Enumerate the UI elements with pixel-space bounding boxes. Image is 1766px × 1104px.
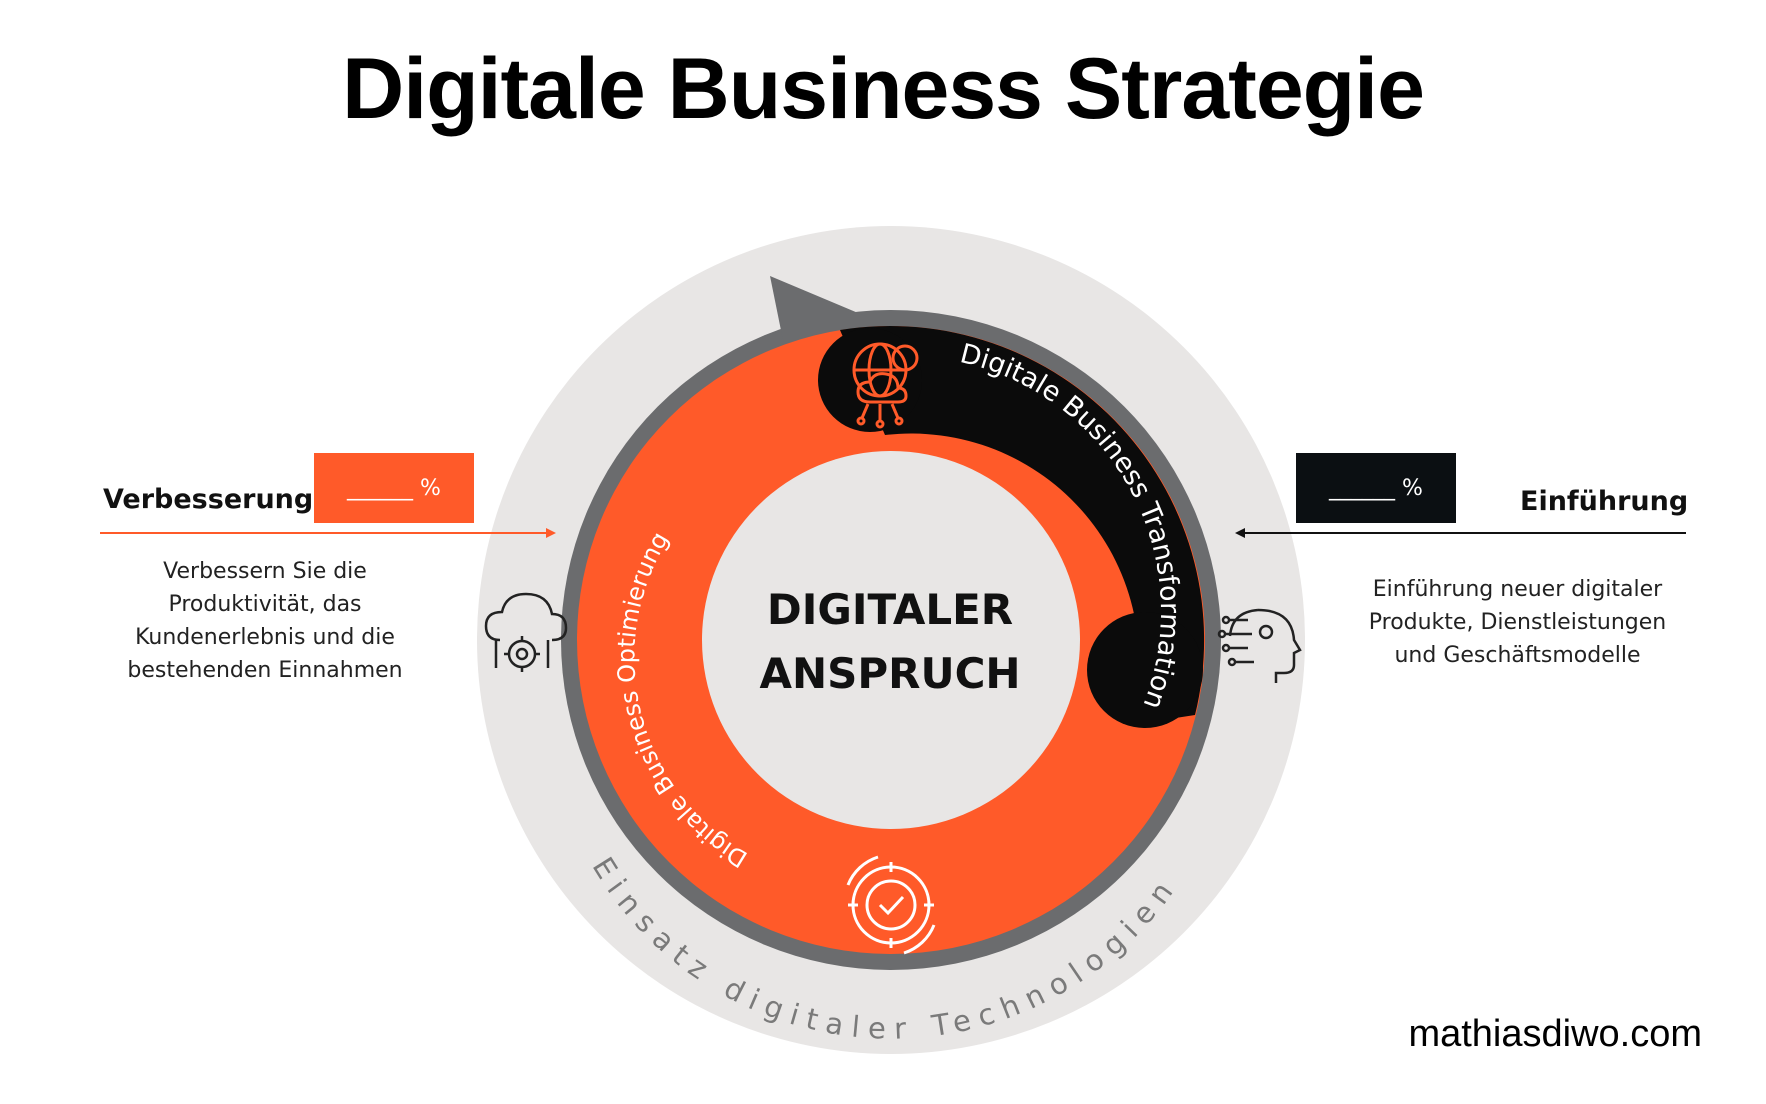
left-description: Verbessern Sie die Produktivität, das Ku… <box>127 559 403 683</box>
page-title: Digitale Business Strategie <box>342 41 1425 137</box>
left-label: Verbesserung <box>103 484 314 515</box>
center-line-2: ANSPRUCH <box>759 649 1021 698</box>
right-arrowhead <box>1235 528 1245 538</box>
globe-gear-cloud-icon <box>852 342 919 429</box>
gear-check-cycle-icon <box>846 855 936 955</box>
cloud-gear-icon <box>484 592 568 672</box>
center-line-1: DIGITALER <box>766 585 1014 634</box>
left-arrowhead <box>546 528 556 538</box>
right-percent-box: ______ % <box>1296 453 1456 523</box>
left-percent-box: ______ % <box>314 453 474 523</box>
right-description: Einführung neuer digitaler Produkte, Die… <box>1368 577 1667 668</box>
transformation-segment <box>840 325 1205 725</box>
footer-url: mathiasdiwo.com <box>1408 1013 1702 1055</box>
inner-disc <box>702 451 1080 829</box>
ai-head-circuit-icon <box>1217 608 1302 683</box>
transformation-cap-bottom <box>1087 612 1203 728</box>
right-label: Einführung <box>1520 486 1689 517</box>
center-heading: DIGITALER ANSPRUCH <box>700 578 1080 706</box>
